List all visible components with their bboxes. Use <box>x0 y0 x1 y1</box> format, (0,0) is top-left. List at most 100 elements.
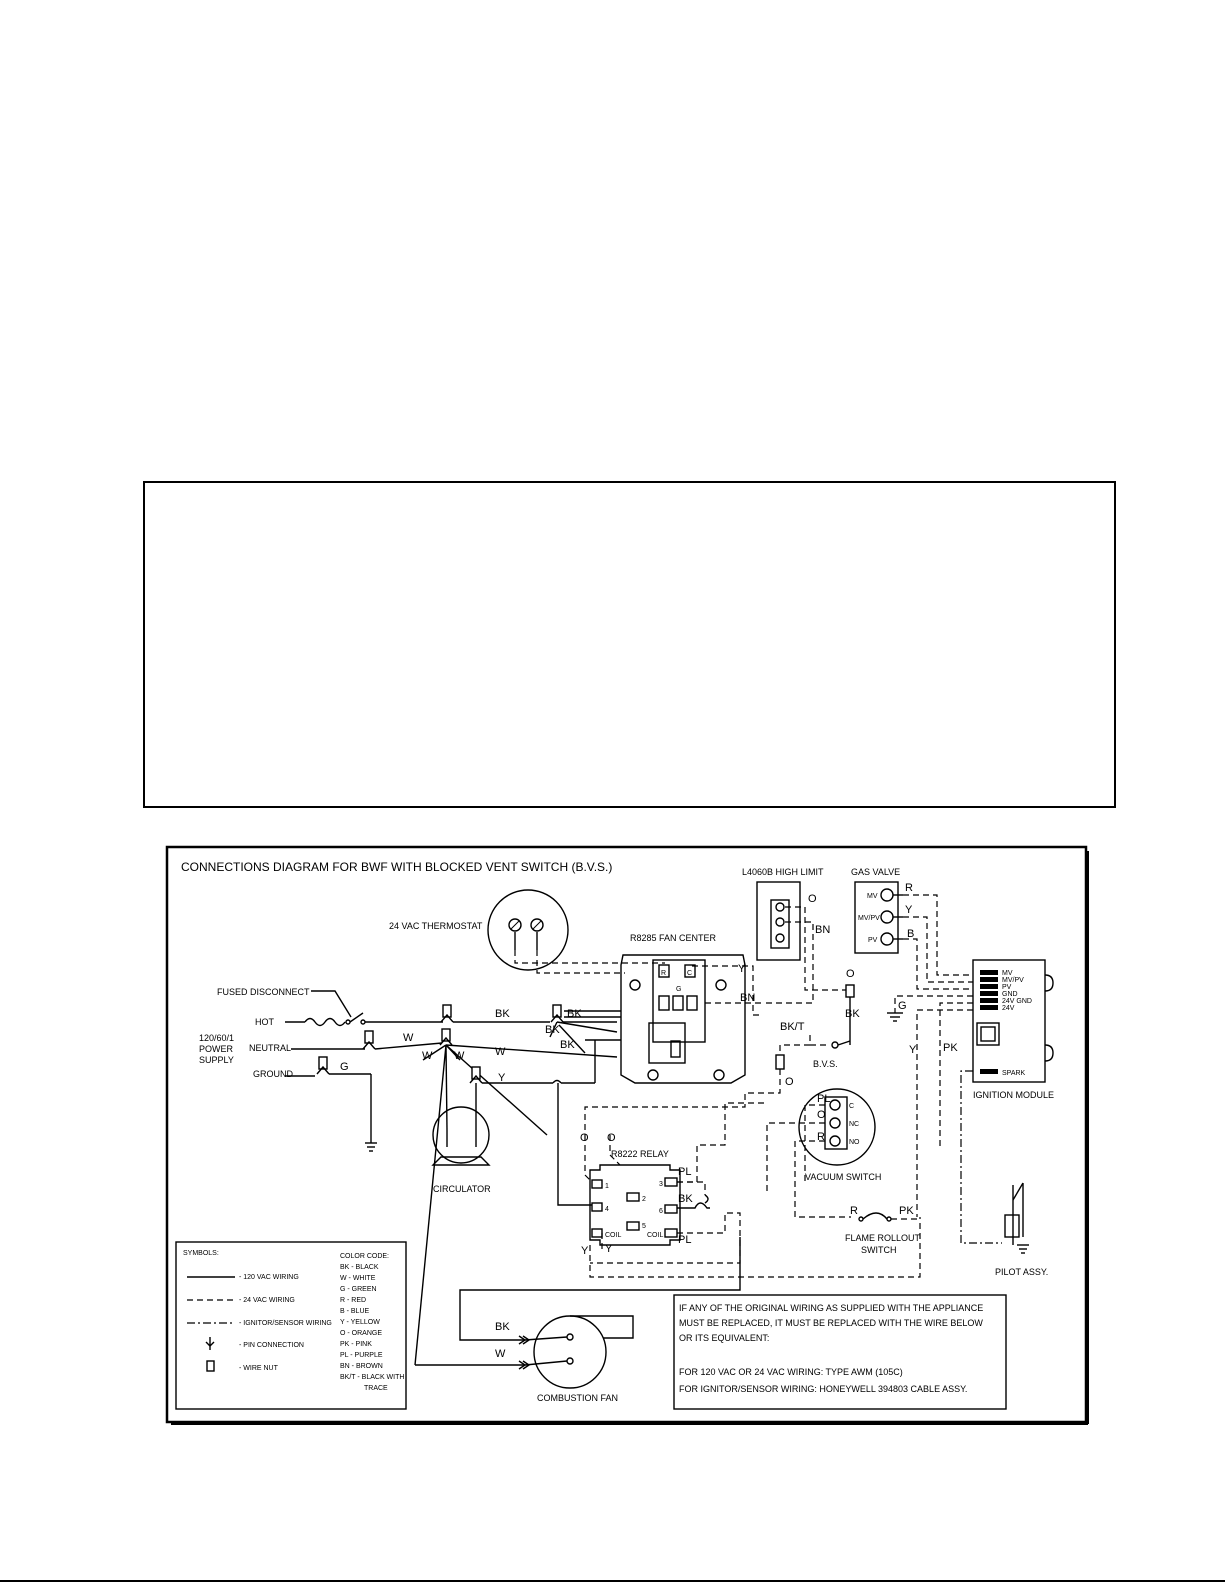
hot-label: HOT <box>255 1017 275 1027</box>
diagram-label: O <box>785 1076 794 1088</box>
diagram-label: PK <box>943 1042 958 1054</box>
diagram-label: Y <box>905 904 913 916</box>
diagram-label: B <box>907 928 914 940</box>
diagram-label: O - ORANGE <box>340 1330 382 1337</box>
note-box <box>673 1294 1007 1410</box>
diagram-label: BK <box>560 1039 575 1051</box>
diagram-label: R <box>661 970 666 977</box>
diagram-label: - 120 VAC WIRING <box>239 1274 299 1281</box>
diagram-label: 6 <box>659 1208 663 1215</box>
diagram-label: R <box>850 1205 858 1217</box>
diagram-label: G <box>898 1000 907 1012</box>
diagram-title: CONNECTIONS DIAGRAM FOR BWF WITH BLOCKED… <box>181 860 612 874</box>
gas-valve-label: GAS VALVE <box>851 867 900 877</box>
diagram-label: 4 <box>605 1206 609 1213</box>
diagram-label: - 24 VAC WIRING <box>239 1297 295 1304</box>
diagram-label: PL <box>678 1234 691 1246</box>
diagram-label: W <box>454 1050 465 1062</box>
diagram-label: W <box>403 1032 414 1044</box>
ground-label: GROUND <box>253 1069 293 1079</box>
diagram-label: Y <box>581 1245 589 1257</box>
flame-rollout-line1: FLAME ROLLOUT <box>845 1233 921 1243</box>
bvs-label: B.V.S. <box>813 1059 838 1069</box>
diagram-label: 24V <box>1002 1005 1015 1012</box>
diagram-label: W <box>422 1050 433 1062</box>
diagram-label: BN <box>815 924 830 936</box>
diagram-label: O <box>808 893 817 905</box>
diagram-label: BN <box>740 992 755 1004</box>
diagram-label: - IGNITOR/SENSOR WIRING <box>239 1320 332 1327</box>
diagram-label: NC <box>849 1121 859 1128</box>
diagram-label: BK <box>495 1321 510 1333</box>
diagram-label: BK <box>567 1008 582 1020</box>
vacuum-switch-label: VACUUM SWITCH <box>805 1172 881 1182</box>
diagram-label: MV <box>867 893 878 900</box>
diagram-label: G <box>676 986 681 993</box>
diagram-label: BN - BROWN <box>340 1363 383 1370</box>
diagram-label: PK - PINK <box>340 1341 372 1348</box>
diagram-label: PL - PURPLE <box>340 1352 383 1359</box>
flame-rollout-line2: SWITCH <box>861 1245 897 1255</box>
circulator-label: CIRCULATOR <box>433 1184 491 1194</box>
ignition-module-box <box>972 959 1046 1083</box>
diagram-label: Y <box>738 963 746 975</box>
legend-box <box>175 1241 407 1410</box>
diagram-label: PL <box>678 1166 691 1178</box>
diagram-label: BK <box>845 1008 860 1020</box>
diagram-label: O <box>607 1132 616 1144</box>
diagram-label: 5 <box>642 1223 646 1230</box>
diagram-label: BK <box>678 1193 693 1205</box>
diagram-label: 3 <box>659 1181 663 1188</box>
relay-label: R8222 RELAY <box>611 1149 669 1159</box>
diagram-label: BK/T <box>780 1021 805 1033</box>
relay-housing <box>589 1164 681 1246</box>
thermostat-circle <box>487 889 569 971</box>
high-limit-box <box>756 881 801 961</box>
diagram-label: TRACE <box>364 1385 388 1392</box>
diagram-label: Y - YELLOW <box>340 1319 380 1326</box>
pilot-assy-label: PILOT ASSY. <box>995 1267 1048 1277</box>
diagram-label: PV <box>868 937 878 944</box>
diagram-label: Y <box>605 1243 613 1255</box>
diagram-label: - WIRE NUT <box>239 1365 279 1372</box>
diagram-label: R - RED <box>340 1297 366 1304</box>
diagram-label: PK <box>899 1205 914 1217</box>
diagram-label: PL <box>817 1093 830 1105</box>
diagram-label: SPARK <box>1002 1070 1026 1077</box>
diagram-label: BK/T - BLACK WITH <box>340 1374 404 1381</box>
note-line-1: IF ANY OF THE ORIGINAL WIRING AS SUPPLIE… <box>679 1303 983 1313</box>
footer-rule <box>0 1580 1225 1582</box>
diagram-label: MV/PV <box>858 915 880 922</box>
note-line-2: MUST BE REPLACED, IT MUST BE REPLACED WI… <box>679 1318 983 1328</box>
diagram-label: O <box>817 1109 826 1121</box>
diagram-label: Y <box>498 1072 506 1084</box>
diagram-label: 24V GND <box>1002 998 1032 1005</box>
neutral-label: NEUTRAL <box>249 1043 291 1053</box>
diagram-label: C <box>687 970 692 977</box>
diagram-label: NO <box>849 1139 860 1146</box>
ignition-module-label: IGNITION MODULE <box>973 1090 1054 1100</box>
combustion-fan-symbol <box>533 1315 607 1389</box>
diagram-label: BK <box>495 1008 510 1020</box>
empty-content-box <box>143 481 1116 808</box>
fan-center-housing <box>620 954 746 1084</box>
wiring-diagram: CONNECTIONS DIAGRAM FOR BWF WITH BLOCKED… <box>165 845 1089 1425</box>
diagram-label: - PIN CONNECTION <box>239 1342 304 1349</box>
diagram-label: COIL <box>605 1232 621 1239</box>
note-line-3: OR ITS EQUIVALENT: <box>679 1333 769 1343</box>
note-line-4: FOR 120 VAC OR 24 VAC WIRING: TYPE AWM (… <box>679 1367 903 1377</box>
power-supply-line3: SUPPLY <box>199 1055 234 1065</box>
legend-heading: SYMBOLS: <box>183 1250 219 1257</box>
high-limit-label: L4060B HIGH LIMIT <box>742 867 824 877</box>
diagram-label: Y <box>909 1044 917 1056</box>
diagram-label: B - BLUE <box>340 1308 370 1315</box>
combustion-fan-label: COMBUSTION FAN <box>537 1393 618 1403</box>
diagram-label: W <box>495 1348 506 1360</box>
diagram-label: 1 <box>605 1183 609 1190</box>
power-supply-line1: 120/60/1 <box>199 1033 234 1043</box>
diagram-label: 2 <box>642 1196 646 1203</box>
circulator-symbol <box>432 1106 490 1164</box>
diagram-label: R <box>817 1131 825 1143</box>
diagram-label: C <box>849 1103 854 1110</box>
power-supply-line2: POWER <box>199 1044 234 1054</box>
